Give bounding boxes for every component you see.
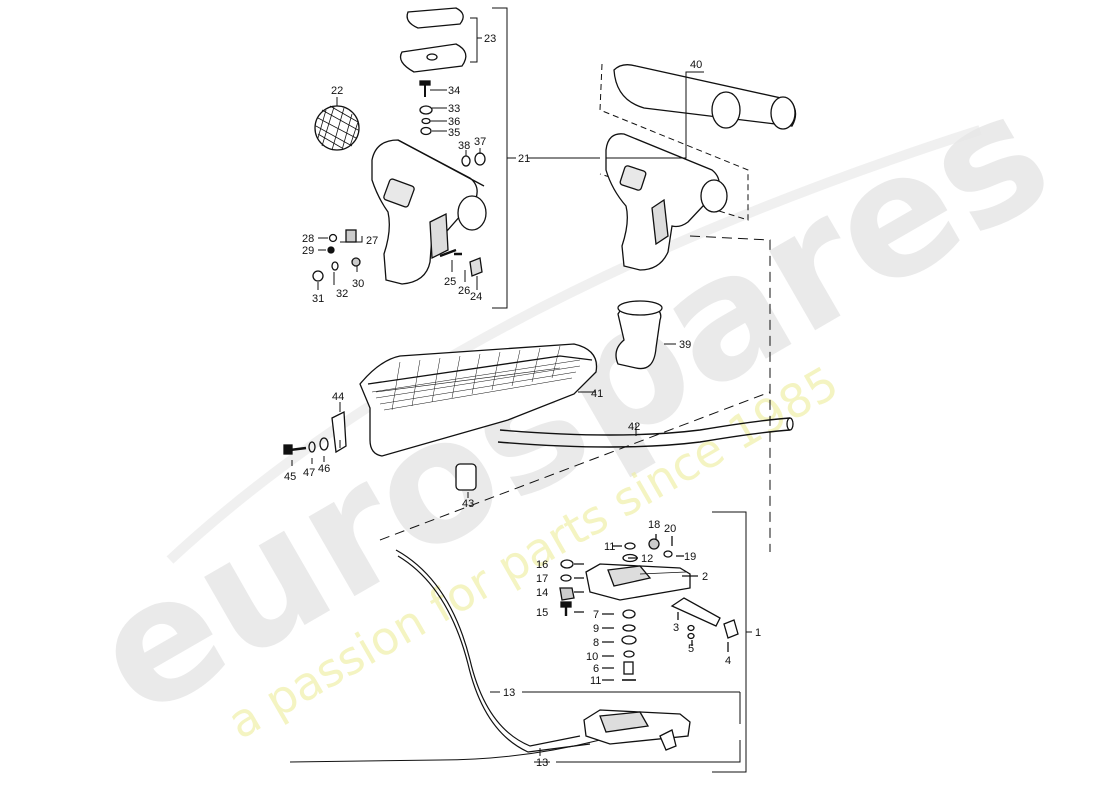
callout-6: 6 [593, 663, 599, 675]
callout-27: 27 [366, 235, 378, 247]
fasteners-left [312, 229, 483, 282]
callout-30: 30 [352, 278, 364, 290]
callout-13-upper: 13 [503, 687, 515, 699]
watermark: eurospares a passion for parts since 198… [62, 54, 1080, 755]
knob-4 [723, 619, 739, 639]
bracket-44 [331, 410, 347, 454]
gasket-lower [399, 43, 467, 73]
callout-46: 46 [318, 463, 330, 475]
callout-39: 39 [679, 339, 691, 351]
callout-5: 5 [688, 643, 694, 655]
callout-29: 29 [302, 245, 314, 257]
callout-7: 7 [593, 609, 599, 621]
callout-40: 40 [690, 59, 702, 71]
callout-11-top: 11 [604, 541, 615, 553]
callout-16: 16 [536, 559, 548, 571]
callout-labels: 23 22 34 33 36 35 37 38 21 40 28 27 29 3… [284, 33, 761, 769]
callout-2: 2 [702, 571, 708, 583]
callout-32: 32 [336, 288, 348, 300]
bracket-lines-upper [317, 7, 600, 309]
callout-20: 20 [664, 523, 676, 535]
coupling-43 [455, 463, 477, 491]
hose-42 [499, 417, 791, 436]
callout-26: 26 [458, 285, 470, 297]
callout-1: 1 [755, 627, 761, 639]
callout-18: 18 [648, 519, 660, 531]
callout-24: 24 [470, 291, 482, 303]
callout-14: 14 [536, 587, 548, 599]
callout-12: 12 [641, 553, 653, 565]
callout-44: 44 [332, 391, 344, 403]
dashed-reference-lines [339, 391, 771, 541]
heater-assembly-right [599, 63, 797, 552]
callout-4: 4 [725, 655, 731, 667]
callout-21: 21 [518, 153, 530, 165]
callout-23: 23 [484, 33, 496, 45]
callout-13-lower: 13 [536, 757, 548, 769]
gasket-hole [426, 53, 438, 61]
callout-17: 17 [536, 573, 548, 585]
watermark-swoosh [166, 125, 982, 564]
filter-box-41 [359, 343, 598, 457]
lever-arm-3 [670, 597, 721, 627]
gasket-upper [406, 7, 464, 29]
cable-13 [395, 549, 581, 747]
housing-outlet-right [700, 179, 728, 213]
callout-33: 33 [448, 103, 460, 115]
callout-10: 10 [586, 651, 598, 663]
callout-15: 15 [536, 607, 548, 619]
callout-34: 34 [448, 85, 460, 97]
callout-36: 36 [448, 116, 460, 128]
callout-38: 38 [458, 140, 470, 152]
callout-31: 31 [312, 293, 324, 305]
watermark-brand: eurospares [62, 54, 1080, 755]
filter-mesh [371, 345, 581, 411]
callout-11-bottom: 11 [590, 675, 601, 687]
callout-41: 41 [591, 388, 603, 400]
hardware-column [559, 538, 695, 681]
screen-cap-22 [314, 105, 360, 151]
callout-9: 9 [593, 623, 599, 635]
housing-outlet-left [457, 195, 487, 231]
callout-35: 35 [448, 127, 460, 139]
leader-lines-middle [291, 71, 704, 498]
callout-37: 37 [474, 136, 486, 148]
callout-22: 22 [331, 85, 343, 97]
callout-28: 28 [302, 233, 314, 245]
callout-45: 45 [284, 471, 296, 483]
control-lever-assembly [289, 511, 752, 773]
air-filter-box [283, 343, 794, 491]
callout-8: 8 [593, 637, 599, 649]
callout-25: 25 [444, 276, 456, 288]
callout-19: 19 [684, 551, 696, 563]
callout-42: 42 [628, 421, 640, 433]
callout-47: 47 [303, 467, 315, 479]
tube-40 [613, 64, 797, 127]
callout-43: 43 [462, 498, 474, 510]
callout-3: 3 [673, 622, 679, 634]
housing-window-left [383, 178, 415, 208]
